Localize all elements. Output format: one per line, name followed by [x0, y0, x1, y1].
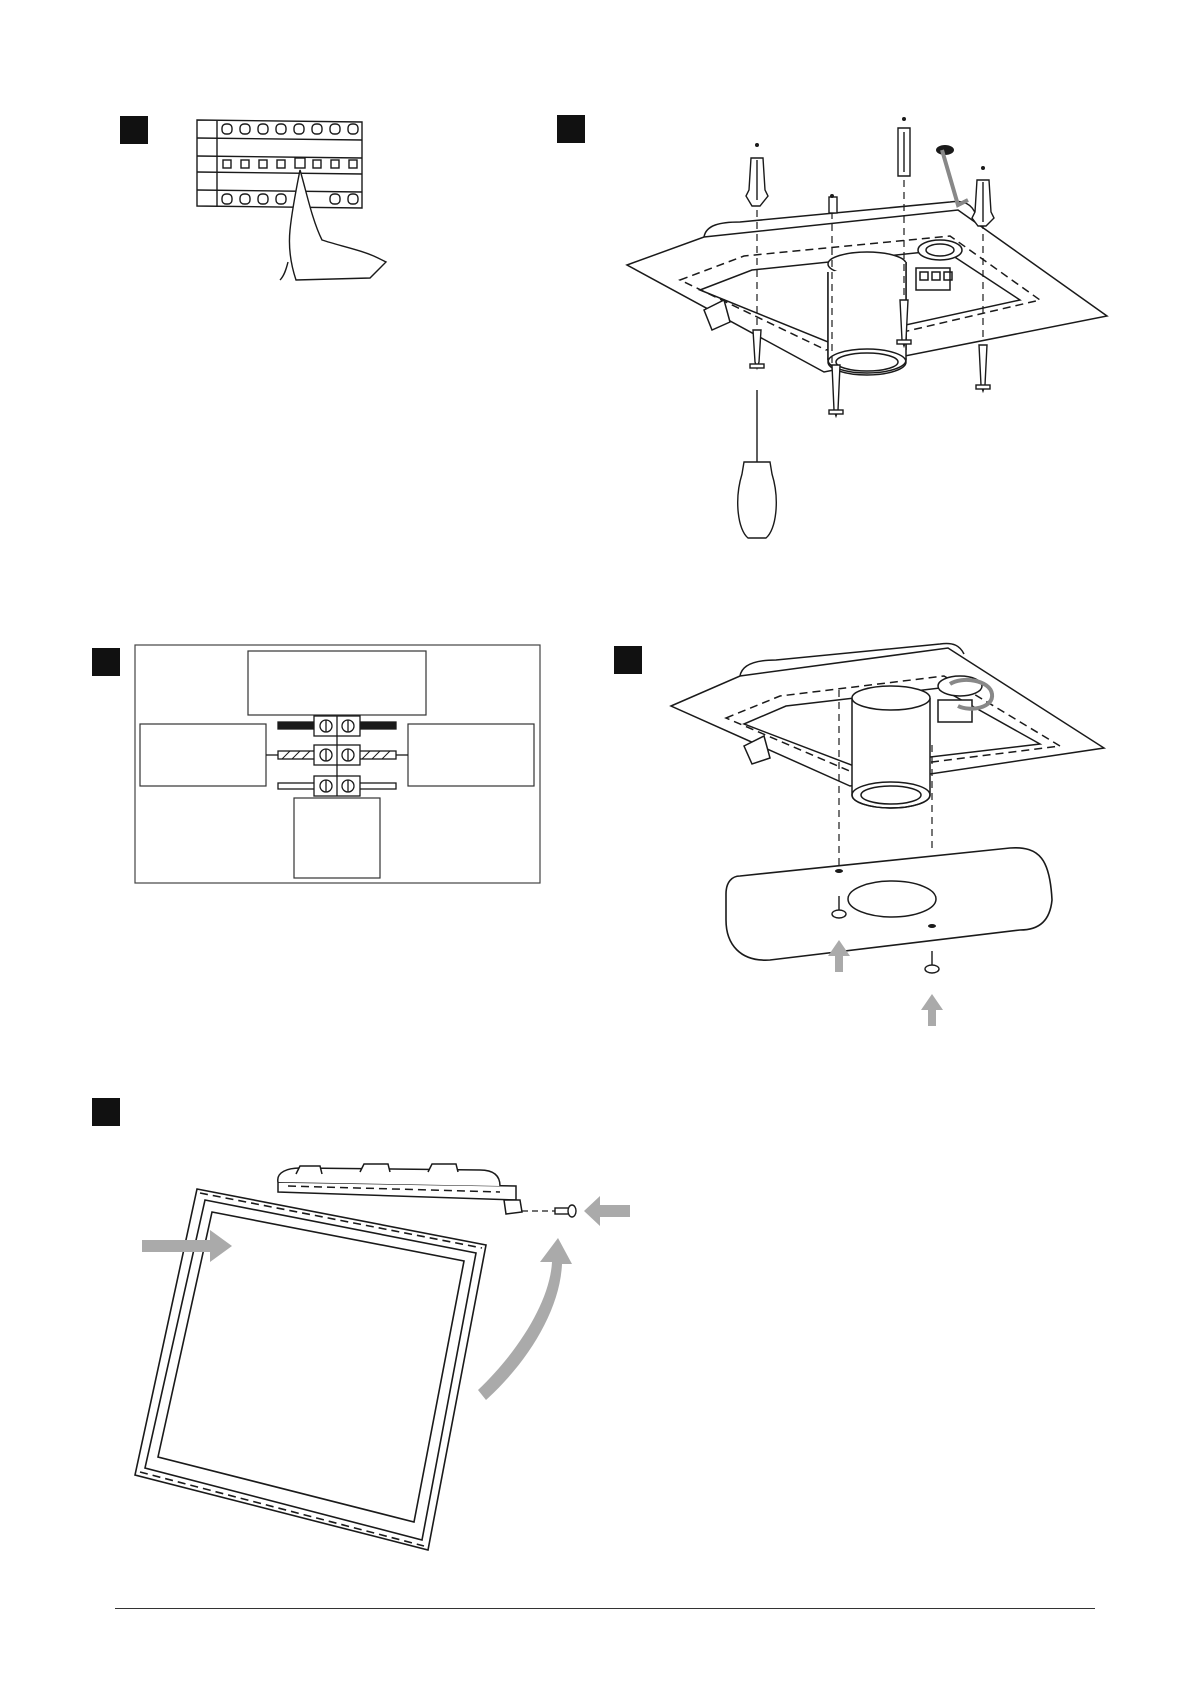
screw-icon: [555, 1205, 576, 1217]
footer-rule: [115, 1608, 1095, 1609]
